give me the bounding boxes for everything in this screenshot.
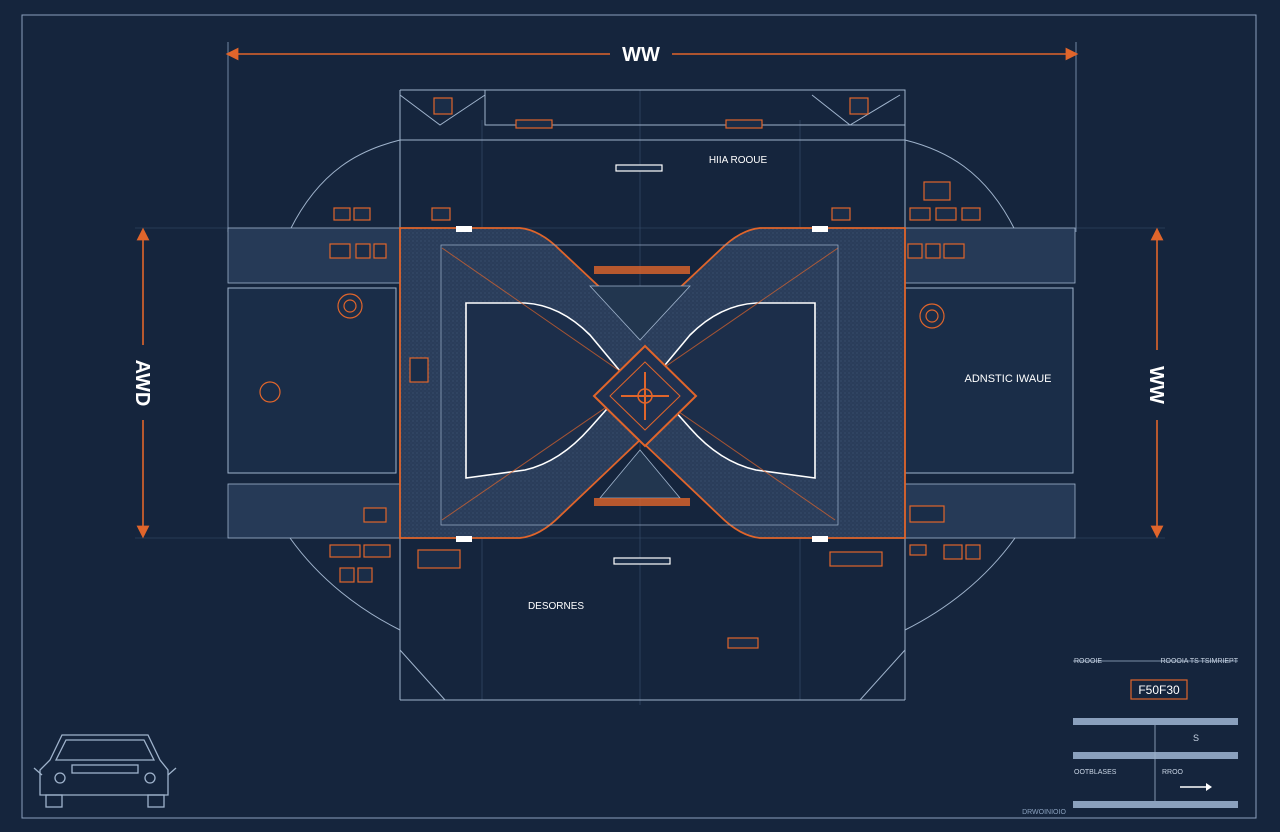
building-outline: [289, 89, 1016, 701]
left-dimension-label: AWD: [131, 360, 153, 407]
right-panel-label: ADNSTIC IWAUE: [965, 373, 1052, 385]
code-box: [1130, 679, 1188, 700]
title-block-code: F50F30: [1138, 683, 1180, 697]
right-dimension-label: WW: [1145, 366, 1167, 404]
title-block-row1-left: ROOOIE: [1074, 658, 1102, 665]
title-block-footer: DRWOINIOIO: [1022, 809, 1066, 816]
hardware-markers: [329, 97, 981, 649]
circular-fixtures: [259, 293, 945, 403]
title-block-row4-right: RROO: [1162, 769, 1184, 776]
top-center-label: HIIA ROOUE: [709, 155, 768, 166]
left-panel: [227, 287, 397, 474]
outer-frame: [21, 14, 1257, 819]
arrow-right-icon: [1180, 783, 1212, 791]
title-block-row1-right: ROOOIA TS TSIMRIEPT: [1160, 658, 1238, 665]
top-dimension: WW: [225, 42, 1079, 232]
title-block-mark: S: [1193, 733, 1199, 743]
car-outline-icon: [33, 734, 177, 808]
compass-icon: [592, 344, 698, 448]
title-block-row4-left: OOTBLASES: [1074, 769, 1117, 776]
title-bar-2: [1073, 752, 1238, 759]
right-panel: [904, 287, 1074, 474]
title-bar-1: [1073, 718, 1238, 725]
top-dimension-label: WW: [622, 44, 660, 66]
left-band-top: [227, 227, 401, 284]
bottom-left-label: DESORNES: [528, 601, 584, 612]
title-bar-3: [1073, 801, 1238, 808]
title-block: ROOOIE ROOOIA TS TSIMRIEPT F50F30 S OOTB…: [1022, 658, 1239, 816]
left-dimension: AWD: [131, 227, 153, 539]
lamp-markers: [456, 226, 828, 542]
right-dimension: WW: [1145, 227, 1167, 539]
